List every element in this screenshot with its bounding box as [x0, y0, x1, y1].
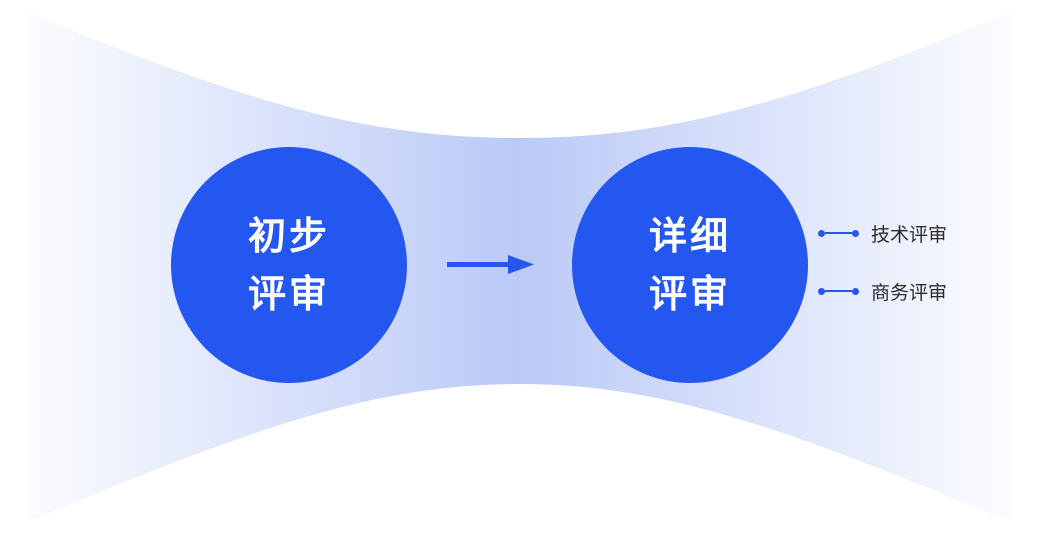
branch-dot	[818, 287, 825, 295]
branch-dot	[852, 287, 859, 295]
initial-review-node: 初步 评审	[171, 147, 407, 383]
branch-technical-review-label: 技术评审	[871, 223, 948, 246]
initial-review-label-line-2: 评审	[247, 272, 330, 316]
detailed-review-node: 详细 评审	[572, 147, 808, 383]
detailed-review-label-line-1: 详细	[648, 214, 731, 258]
branch-dot	[818, 229, 825, 237]
detailed-review-label-line-2: 评审	[648, 272, 731, 316]
initial-review-label-line-1: 初步	[247, 214, 330, 258]
branch-dot	[852, 229, 859, 237]
branch-technical-review: 技术评审	[818, 218, 947, 248]
branch-business-review: 商务评审	[818, 276, 947, 306]
branch-connector-line	[825, 290, 852, 292]
branch-connector-line	[825, 232, 852, 234]
branch-business-review-label: 商务评审	[871, 281, 948, 304]
